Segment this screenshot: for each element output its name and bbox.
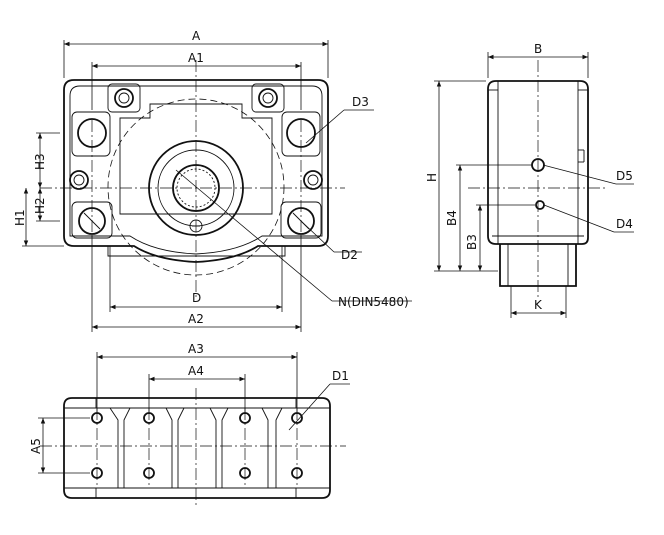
bottom-view [40,388,346,505]
port-d4 [535,200,545,210]
label-A4: A4 [188,364,204,378]
label-D5: D5 [616,169,633,183]
label-D2: D2 [341,248,358,262]
label-N: N(DIN5480) [338,295,409,309]
label-H1: H1 [13,209,27,226]
label-A3: A3 [188,342,204,356]
label-A5: A5 [29,438,43,454]
label-H2: H2 [33,197,47,214]
label-A: A [192,29,201,43]
label-D1: D1 [332,369,349,383]
label-B3: B3 [465,234,479,250]
label-B4: B4 [445,210,459,226]
side-dimensions: B H B4 B3 K D5 D4 [425,42,634,318]
label-H: H [425,173,439,182]
label-A1: A1 [188,51,204,65]
bottom-housing-outline [63,397,331,499]
bolt-top-left [107,83,141,113]
bolt-mid-right [303,170,323,190]
label-K: K [534,298,543,312]
front-dimensions: A A1 D A2 H3 H2 H1 D3 D2 [13,29,412,332]
label-B: B [534,42,542,56]
bolt-mid-left [69,170,89,190]
bottom-dimensions: A3 A4 A5 D1 [29,342,350,474]
bottom-holes [91,412,303,479]
bolt-top-right [251,83,285,113]
front-view [40,60,345,300]
label-D: D [192,291,201,305]
hole-d3-left [71,111,111,157]
side-view [468,60,606,300]
label-D3: D3 [352,95,369,109]
label-D4: D4 [616,217,633,231]
label-A2: A2 [188,312,204,326]
side-housing-outline [487,80,589,245]
label-H3: H3 [33,153,47,170]
front-inner-recess [119,103,273,215]
